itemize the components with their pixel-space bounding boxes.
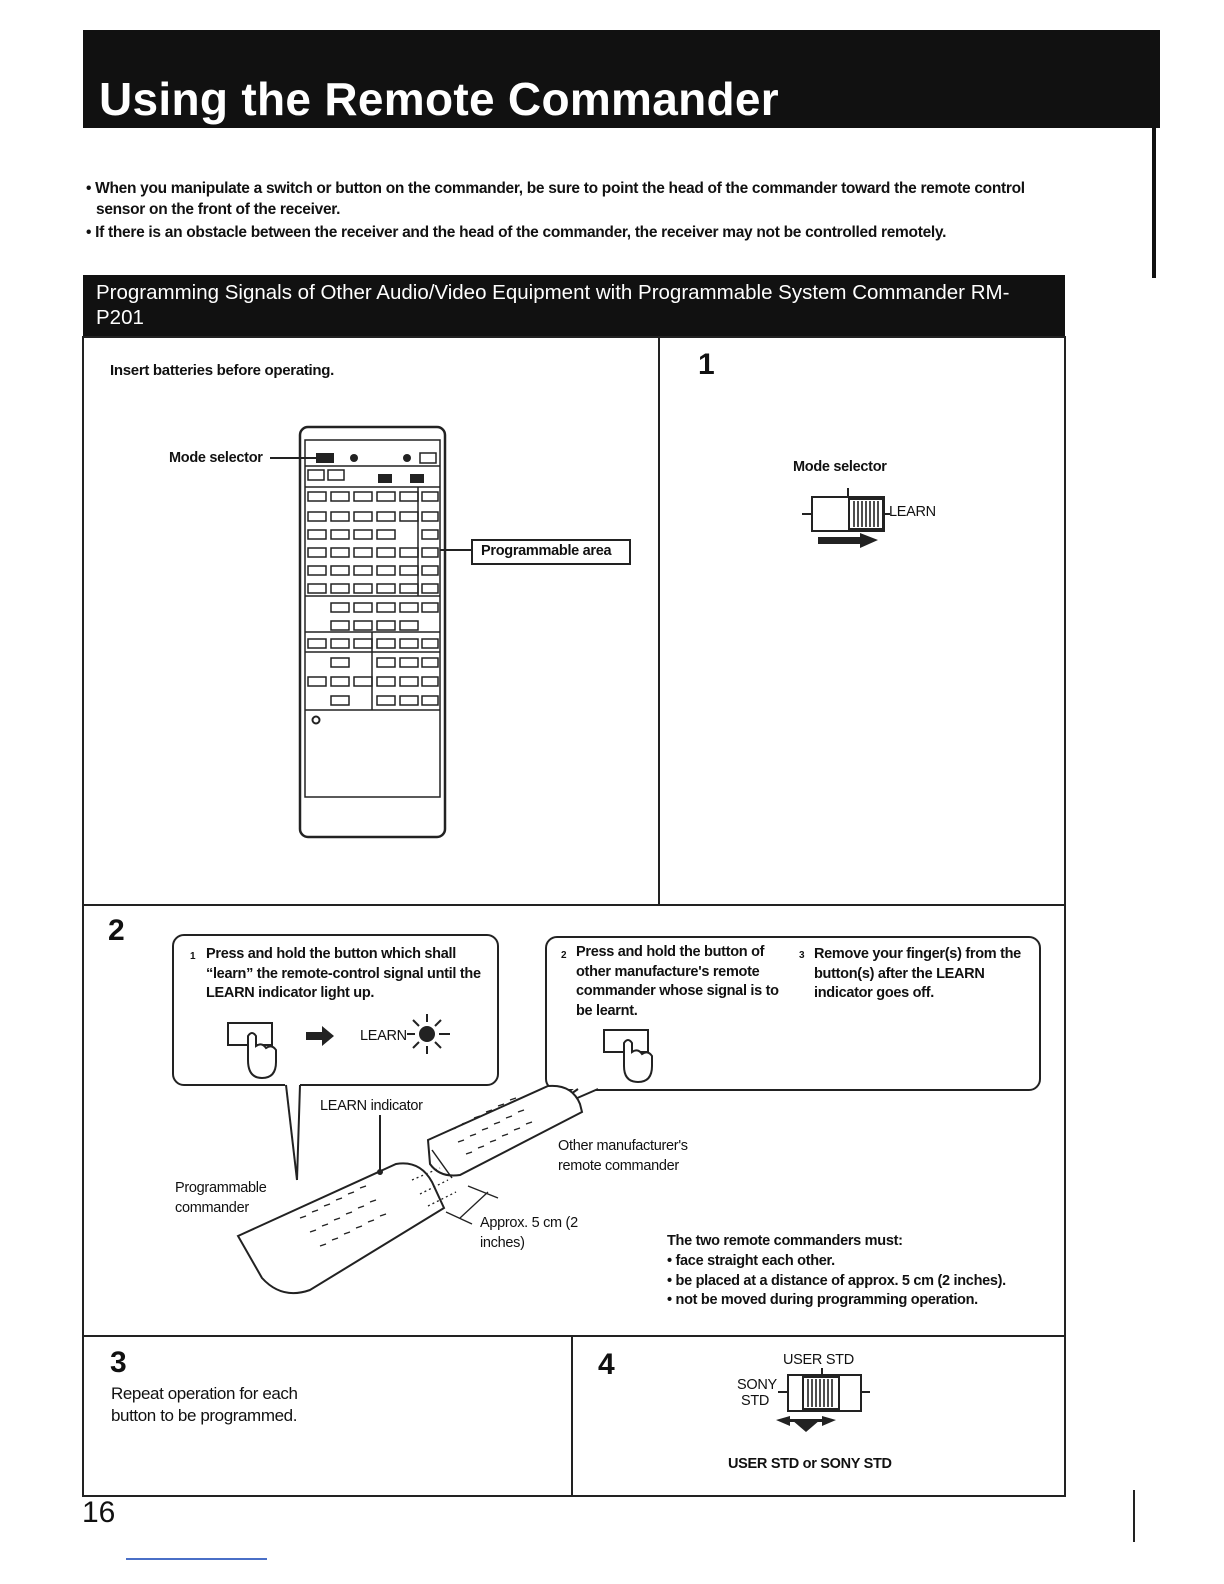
must-item: • face straight each other.	[667, 1253, 835, 1269]
step2-sub2-text: Press and hold the button of other manuf…	[576, 944, 779, 1019]
step2-sub3-text: Remove your finger(s) from the button(s)…	[814, 946, 1021, 1001]
other-commander-label: Other manufacturer's remote commander	[558, 1138, 688, 1174]
step3-number: 3	[110, 1346, 127, 1379]
mode-selector-label: Mode selector	[169, 450, 263, 466]
step2-number: 2	[108, 914, 125, 947]
must-item: • not be moved during programming operat…	[667, 1292, 978, 1308]
intro-bullets: • When you manipulate a switch or button…	[86, 178, 1076, 245]
page-number: 16	[82, 1496, 116, 1529]
step4-caption: USER STD or SONY STD	[728, 1456, 892, 1472]
learn-indicator-label: LEARN indicator	[320, 1098, 423, 1114]
step4-number: 4	[598, 1348, 615, 1381]
distance-label: Approx. 5 cm (2 inches)	[480, 1215, 578, 1251]
step3-text: Repeat operation for each button to be p…	[111, 1384, 298, 1425]
user-std-label: USER STD	[783, 1352, 854, 1368]
page-edge-rule	[1152, 128, 1156, 278]
programmable-commander-label: Programmable commander	[175, 1180, 267, 1216]
step1-learn-label: LEARN	[889, 504, 936, 520]
step2-sub1-text: Press and hold the button which shall “l…	[206, 946, 481, 1001]
must-list: • face straight each other. • be placed …	[667, 1252, 1006, 1311]
panel-step4	[571, 1335, 1066, 1497]
std-label: STD	[741, 1393, 770, 1409]
sony-label: SONY	[737, 1377, 777, 1393]
intro-bullet: • If there is an obstacle between the re…	[86, 224, 947, 241]
batteries-note: Insert batteries before operating.	[110, 362, 335, 379]
page-title: Using the Remote Commander	[99, 73, 780, 125]
intro-bullet: • When you manipulate a switch or button…	[86, 180, 1025, 218]
step2-sub2-number: 2	[561, 950, 567, 961]
page-title-bar: Using the Remote Commander	[83, 30, 1160, 128]
section-title: Programming Signals of Other Audio/Video…	[96, 281, 1010, 329]
step2-sub1-learn-label: LEARN	[360, 1028, 407, 1044]
section-title-bar: Programming Signals of Other Audio/Video…	[83, 275, 1065, 337]
step2-sub1-bubble	[172, 934, 499, 1086]
programmable-area-label: Programmable area	[481, 543, 612, 559]
right-margin-rule	[1133, 1490, 1135, 1542]
must-item: • be placed at a distance of approx. 5 c…	[667, 1272, 1006, 1289]
step2-sub1-number: 1	[190, 951, 196, 962]
step1-mode-selector-label: Mode selector	[793, 459, 887, 475]
step2-sub3-number: 3	[799, 950, 805, 961]
must-title: The two remote commanders must:	[667, 1233, 903, 1249]
bottom-link-rule	[126, 1558, 267, 1560]
step1-number: 1	[698, 348, 715, 381]
